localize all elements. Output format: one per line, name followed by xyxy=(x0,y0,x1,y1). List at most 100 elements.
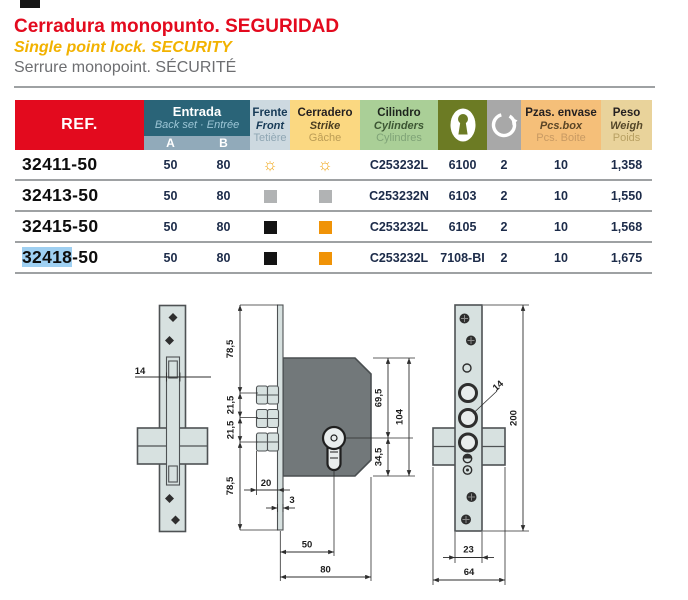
peso-en: Weigh xyxy=(610,119,643,132)
table-header: REF. Entrada Back set · Entrée A B Frent… xyxy=(15,100,652,150)
print-registration-mark xyxy=(20,0,40,8)
backset-a-value: 50 xyxy=(163,157,178,172)
entrada-label-sub: Back set · Entrée xyxy=(154,119,240,131)
title-divider xyxy=(14,86,655,88)
frente-fr: Tetière xyxy=(253,131,287,144)
dim-body-height: 104 xyxy=(395,408,406,425)
table-row[interactable]: 32415-50 50 80 C253232L 6105 2 10 1,568 xyxy=(15,212,652,243)
col-header-cylinder-type xyxy=(438,100,487,150)
square-orange-finish-icon xyxy=(318,251,332,265)
entrada-ab-bar: A B xyxy=(144,136,250,150)
col-header-frente: Frente Front Tetière xyxy=(250,100,290,150)
col-header-b: B xyxy=(219,136,228,150)
sun-finish-icon: ☼ xyxy=(317,155,333,175)
square-orange-finish-icon xyxy=(318,220,332,234)
dim-gap2: 21,5 xyxy=(226,420,237,439)
frente-en: Front xyxy=(255,119,285,132)
rotation-arrow-icon xyxy=(491,112,518,138)
cylinder-ref-value: C253232L xyxy=(369,219,429,234)
frente-finish-cell xyxy=(250,250,290,265)
square-gray-finish-icon xyxy=(318,189,332,203)
col-header-a: A xyxy=(166,136,175,150)
col-header-cerradero: Cerradero Strike Gâche xyxy=(290,100,360,150)
backset-b-value: 80 xyxy=(216,157,231,172)
pcs-box-value: 10 xyxy=(554,219,568,234)
pzas-es: Pzas. envase xyxy=(525,106,597,119)
col-header-cilindro: Cilindro Cylinders Cylindres xyxy=(360,100,438,150)
backset-b-value: 80 xyxy=(216,188,231,203)
dim-body-depth: 80 xyxy=(320,565,331,576)
title-english: Single point lock. SECURITY xyxy=(14,39,232,56)
technical-drawings: 14 78,5 21,5 21,5 78,5 xyxy=(135,304,529,585)
ref-cell[interactable]: 32413-50 xyxy=(15,185,144,206)
keyhole-icon xyxy=(450,108,475,142)
title-french: Serrure monopoint. SÉCURITÉ xyxy=(14,59,237,76)
dim-body-top-to-cyl: 69,5 xyxy=(374,388,385,407)
dim-bolt-throw: 20 xyxy=(261,478,272,489)
ref-cell[interactable]: 32411-50 xyxy=(15,154,144,175)
backset-a-value: 50 xyxy=(163,219,178,234)
col-header-ref: REF. xyxy=(15,100,144,150)
weight-value: 1,550 xyxy=(610,188,643,203)
pzas-fr: Pcs. Boite xyxy=(536,131,586,144)
table-row[interactable]: 32411-50 50 80 ☼ ☼ C253232L 6100 2 10 1,… xyxy=(15,150,652,181)
qty-value: 2 xyxy=(500,157,508,172)
cilindro-es: Cilindro xyxy=(377,106,421,119)
pzas-en: Pcs.box xyxy=(539,119,583,132)
frente-finish-cell xyxy=(250,188,290,203)
col-header-entrada: Entrada Back set · Entrée A B xyxy=(144,100,250,150)
col-header-peso: Peso Weigh Poids xyxy=(601,100,652,150)
table-row[interactable]: 32418-50 50 80 C253232L 7108-BI 2 10 1,6… xyxy=(15,243,652,274)
cylinder-code-value: 7108-BI xyxy=(440,250,485,265)
frente-finish-cell xyxy=(250,219,290,234)
cilindro-fr: Cylindres xyxy=(376,131,422,144)
cerradero-en: Strike xyxy=(309,119,341,132)
title-spanish: Cerradura monopunto. SEGURIDAD xyxy=(14,16,340,37)
cerradero-finish-cell: ☼ xyxy=(290,157,360,174)
ref-text: 32413-50 xyxy=(22,185,99,205)
weight-value: 1,675 xyxy=(610,250,643,265)
square-black-finish-icon xyxy=(263,251,277,265)
entrada-label-es: Entrada xyxy=(172,104,222,119)
cilindro-en: Cylinders xyxy=(373,119,425,132)
table-row[interactable]: 32413-50 50 80 C253232N 6103 2 10 1,550 xyxy=(15,181,652,212)
backset-b-value: 80 xyxy=(216,219,231,234)
product-table: REF. Entrada Back set · Entrée A B Frent… xyxy=(15,100,652,274)
ref-cell[interactable]: 32415-50 xyxy=(15,216,144,237)
cerradero-es: Cerradero xyxy=(297,106,353,119)
backset-b-value: 80 xyxy=(216,250,231,265)
pcs-box-value: 10 xyxy=(554,157,568,172)
dim-backset: 50 xyxy=(302,540,313,551)
table-body: 32411-50 50 80 ☼ ☼ C253232L 6100 2 10 1,… xyxy=(15,150,652,274)
cylinder-code-value: 6105 xyxy=(448,219,477,234)
col-header-pzas: Pzas. envase Pcs.box Pcs. Boite xyxy=(521,100,601,150)
qty-value: 2 xyxy=(500,219,508,234)
pcs-box-value: 10 xyxy=(554,250,568,265)
side-view-drawing: 78,5 21,5 21,5 78,5 69,5 34,5 104 20 3 5… xyxy=(225,304,415,581)
ref-cell[interactable]: 32418-50 xyxy=(15,247,144,268)
dim-hole-dia: 14 xyxy=(491,378,507,394)
qty-value: 2 xyxy=(500,250,508,265)
col-header-reversible xyxy=(487,100,521,150)
dim-gap1: 21,5 xyxy=(226,395,237,414)
dim-top: 78,5 xyxy=(225,339,236,358)
cerradero-finish-cell xyxy=(290,219,360,234)
cylinder-ref-value: C253232N xyxy=(369,188,429,203)
cerradero-finish-cell xyxy=(290,250,360,265)
dim-plate-height: 200 xyxy=(509,410,520,426)
frente-es: Frente xyxy=(252,106,288,119)
frente-finish-cell: ☼ xyxy=(250,157,290,174)
ref-text: 32411-50 xyxy=(22,154,98,174)
backset-a-value: 50 xyxy=(163,250,178,265)
peso-fr: Poids xyxy=(612,131,641,144)
pcs-box-value: 10 xyxy=(554,188,568,203)
entrada-labels: Entrada Back set · Entrée xyxy=(144,100,250,136)
weight-value: 1,568 xyxy=(610,219,643,234)
ref-text: 32415-50 xyxy=(22,216,99,236)
sun-finish-icon: ☼ xyxy=(262,155,278,175)
dim-cyl-to-bottom: 34,5 xyxy=(374,447,385,466)
dim-plate-width: 23 xyxy=(463,545,474,556)
weight-value: 1,358 xyxy=(610,157,643,172)
dim-bottom: 78,5 xyxy=(225,476,236,495)
front-view-drawing: 14 xyxy=(135,304,211,533)
